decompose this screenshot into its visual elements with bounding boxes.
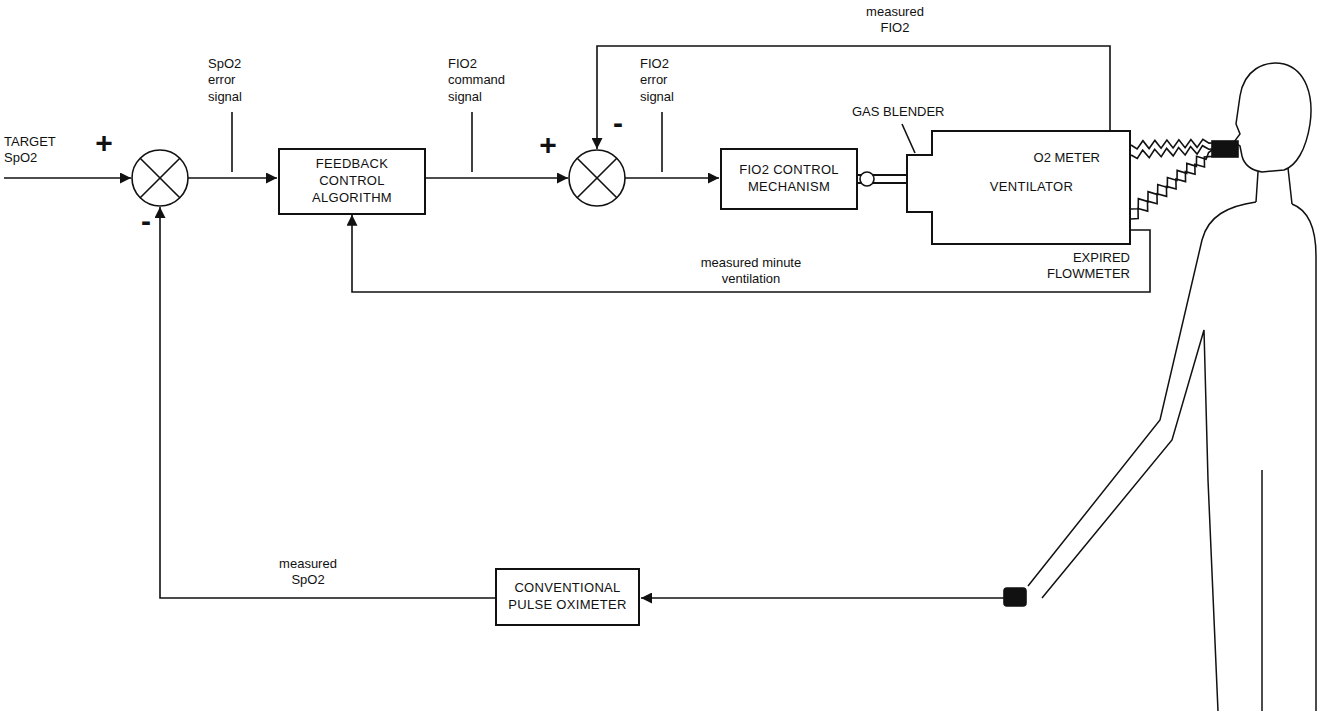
sign-mark: + <box>92 128 116 158</box>
ventilator-box: VENTILATOR <box>906 130 1131 245</box>
summing-junction <box>569 150 625 206</box>
leader-line <box>661 112 663 172</box>
hose-wall <box>1131 150 1212 209</box>
signal-name: measured SpO2 <box>268 556 348 589</box>
box-label: VENTILATOR <box>990 179 1073 196</box>
leader-line <box>902 124 915 153</box>
leader-line <box>471 112 473 172</box>
input-label: TARGET SpO2 <box>4 134 66 167</box>
part-name: GAS BLENDER <box>852 104 956 120</box>
signal-arrow <box>4 177 131 179</box>
hose-wall <box>1131 139 1212 149</box>
breathing-hoses <box>1131 139 1212 219</box>
signal-arrow <box>641 597 1004 599</box>
sign-mark: + <box>536 130 560 160</box>
signal-arrow <box>188 177 277 179</box>
box-label: CONVENTIONAL PULSE OXIMETER <box>503 580 632 614</box>
oximeter-probe <box>1004 588 1026 606</box>
signal-name: FIO2 command signal <box>448 56 524 105</box>
leader-line <box>231 112 233 172</box>
summing-junction <box>132 150 188 206</box>
part-name: O2 METER <box>1000 150 1100 166</box>
mouthpiece <box>1212 141 1238 157</box>
signal-arrow <box>426 177 568 179</box>
connector-label: measured minute ventilation <box>695 255 807 288</box>
sign-mark: - <box>610 108 626 138</box>
signal-name: measured FIO2 <box>855 4 935 37</box>
process-box: FIO2 CONTROL MECHANISM <box>720 148 858 210</box>
process-box: CONVENTIONAL PULSE OXIMETER <box>495 568 640 626</box>
signal-name: FIO2 error signal <box>640 56 696 105</box>
hose-wall <box>1131 156 1212 219</box>
box-label: FEEDBACK CONTROL ALGORITHM <box>286 156 418 207</box>
process-box: FEEDBACK CONTROL ALGORITHM <box>278 148 426 215</box>
tube-coupling <box>860 172 874 186</box>
box-label: FIO2 CONTROL MECHANISM <box>728 162 850 196</box>
sign-mark: - <box>138 206 154 236</box>
signal-name: SpO2 error signal <box>208 56 260 105</box>
signal-arrow <box>625 177 719 179</box>
part-name: EXPIRED FLOWMETER <box>1034 250 1130 283</box>
signal-arrow <box>160 207 495 598</box>
